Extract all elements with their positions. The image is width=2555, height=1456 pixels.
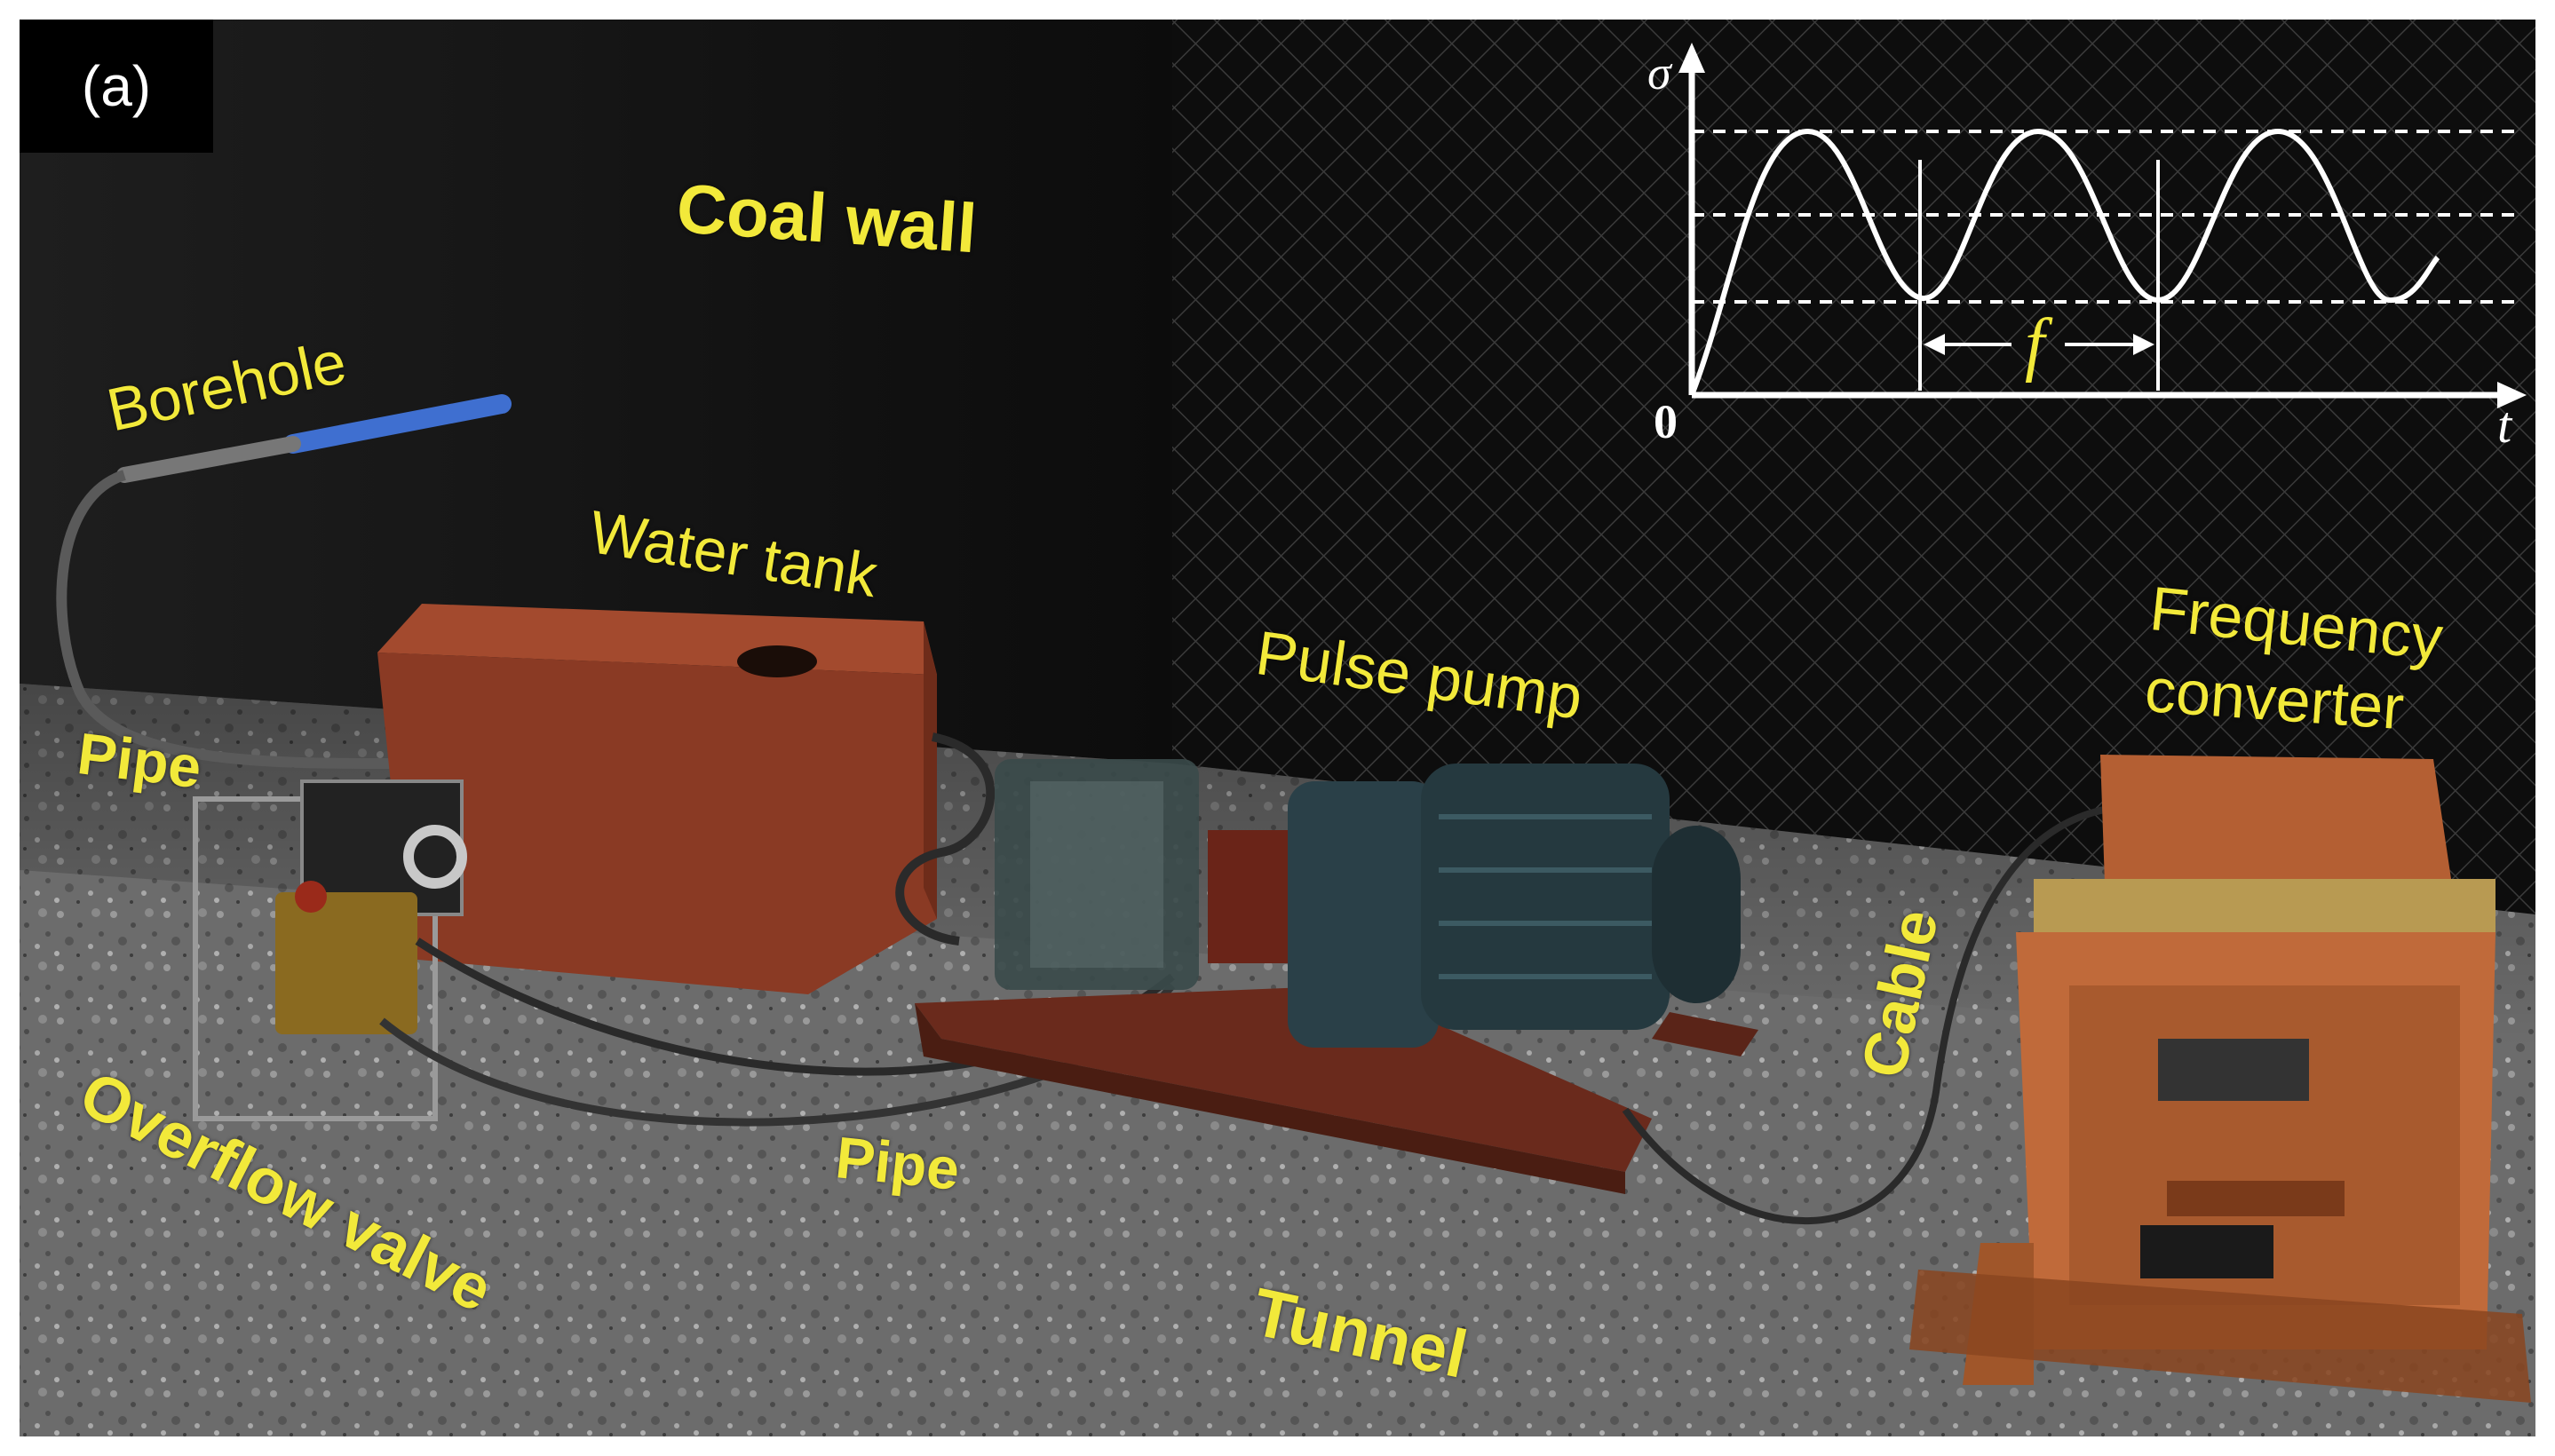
origin-label: 0 bbox=[1654, 395, 1678, 448]
pipe-hose bbox=[56, 470, 392, 769]
label-pipe-bottom: Pipe bbox=[832, 1124, 964, 1203]
pulse-pump bbox=[915, 759, 1758, 1194]
frequency-symbol: f bbox=[2025, 305, 2045, 384]
sine-wave bbox=[1689, 128, 2440, 397]
period-arrow-right-icon bbox=[2133, 334, 2154, 355]
borehole-pipe bbox=[283, 394, 512, 454]
x-axis-symbol: t bbox=[2497, 396, 2512, 454]
power-cable bbox=[1622, 804, 2115, 1225]
waveform-inset bbox=[1678, 43, 2527, 408]
label-pipe-left: Pipe bbox=[74, 720, 205, 801]
hose-upper bbox=[895, 732, 996, 946]
y-axis-arrow-icon bbox=[1678, 43, 1705, 73]
x-axis-arrow-icon bbox=[2497, 382, 2527, 408]
panel-label: (a) bbox=[20, 20, 213, 153]
label-coal-wall: Coal wall bbox=[674, 169, 980, 268]
overflow-valve bbox=[193, 779, 467, 1121]
frequency-converter bbox=[1909, 755, 2531, 1403]
y-axis-symbol: σ bbox=[1647, 46, 1671, 99]
label-frequency-converter-line2: converter bbox=[2142, 655, 2407, 743]
period-arrow-left-icon bbox=[1924, 334, 1945, 355]
water-tank bbox=[377, 604, 937, 994]
